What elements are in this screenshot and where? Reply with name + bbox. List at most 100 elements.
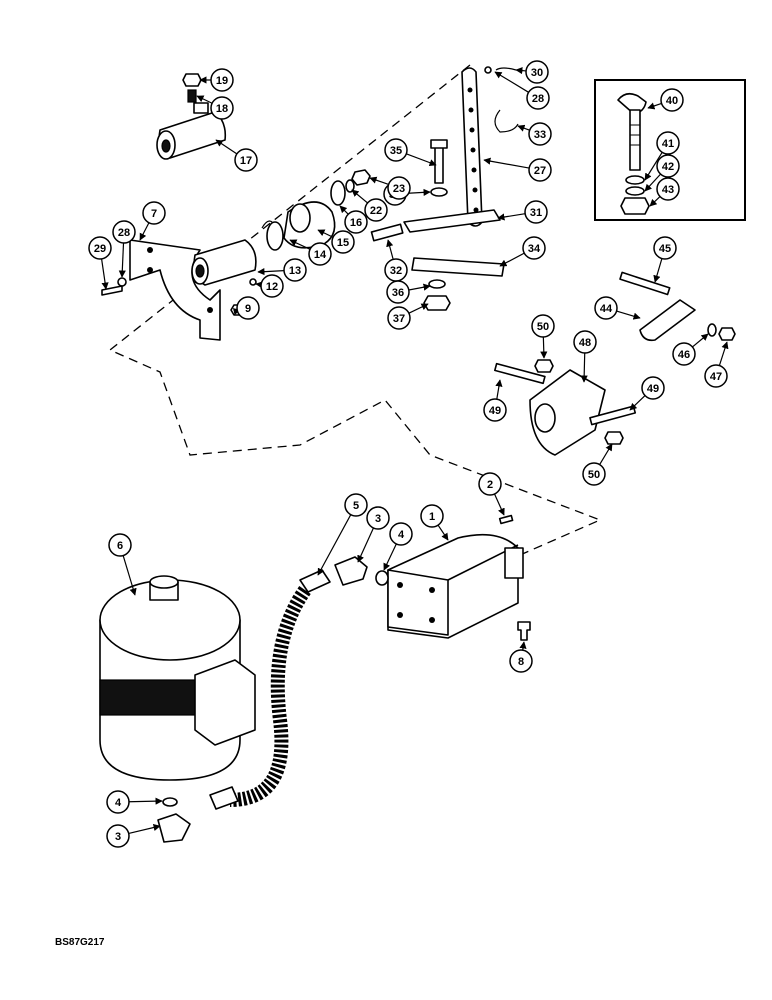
callout-leader [437,524,449,541]
callout-label: 3 [115,831,121,843]
callout-leader [128,823,161,835]
callout-leader [599,443,613,465]
callout-label: 45 [659,243,671,255]
callout-circle [641,376,665,400]
link-31 [403,209,501,233]
link-34 [411,257,505,277]
callout-label: 4 [115,797,122,809]
callout-circle [344,493,368,517]
callout-circle [283,258,307,282]
callout-leader [649,196,661,207]
callout-leader [644,173,661,192]
nut-50-bottom [604,431,624,445]
callout-circle [528,158,552,182]
callout-leader [405,188,431,196]
callout-label: 2 [487,479,493,491]
callout-circle [236,296,260,320]
callout-circle [364,198,388,222]
callout-label: 22 [370,205,382,217]
callout-leader [317,229,334,238]
nut-23 [351,169,371,186]
callout-label: 50 [537,321,549,333]
washer-4-top [375,570,389,586]
elbow-3-bottom [157,813,191,843]
callout-label: 40 [666,95,678,107]
pin-32 [370,223,404,242]
washer-28-left [117,277,127,287]
nut-37 [423,295,451,311]
bolt-8 [517,621,531,641]
washer-36-bottom [428,279,446,289]
callout-leader [629,395,646,411]
bolt-49-left [494,362,546,385]
washer-46 [707,323,717,337]
callout-label: 35 [390,145,402,157]
callout-label: 8 [518,656,524,668]
callout-circle [331,230,355,254]
callout-circle [88,236,112,260]
callout-label: 18 [216,103,228,115]
callout-label: 33 [534,129,546,141]
callout-group: 1918173028332735362322161514131272829931… [88,60,729,848]
callout-circle [528,122,552,146]
callout-circle [210,96,234,120]
callout-label: 49 [647,383,659,395]
callout-circle [234,148,258,172]
callout-circle [386,280,410,304]
callout-leader [718,341,729,366]
callout-label: 14 [314,249,327,261]
callout-leader [540,336,548,359]
callout-circle [106,824,130,848]
washer-4-bottom [162,797,178,807]
callout-label: 5 [353,500,359,512]
callout-leader [515,67,527,75]
callout-label: 28 [532,93,544,105]
drawing-code: BS87G217 [55,937,105,948]
callout-label: 46 [678,349,690,361]
set-screw-18 [187,89,197,103]
callout-leader [517,124,530,132]
callout-leader [215,139,238,155]
nut-50-top [534,359,554,373]
screw-29 [101,285,123,296]
callout-label: 48 [579,337,591,349]
callout-leader [289,239,311,250]
nut-19 [182,73,202,87]
callout-circle [656,154,680,178]
callout-leader [196,95,213,104]
callout-label: 29 [94,243,106,255]
callout-label: 44 [600,303,613,315]
boot-15 [283,201,336,249]
callout-circle [704,364,728,388]
callout-leader [122,555,137,596]
callout-label: 31 [530,207,542,219]
callout-circle [112,220,136,244]
callout-circle [108,533,132,557]
nut-47 [718,327,736,341]
callout-circle [308,242,332,266]
callout-circle [389,522,413,546]
callout-label: 27 [534,165,546,177]
callout-label: 43 [662,184,674,196]
callout-label: 50 [588,469,600,481]
motor-6 [99,575,256,781]
coupling-12 [191,239,257,286]
callout-label: 9 [245,303,251,315]
callout-label: 37 [393,313,405,325]
callout-circle [344,210,368,234]
coupling-17 [156,102,227,160]
callout-label: 7 [151,208,157,220]
pin-30 [495,67,517,71]
hose-fitting-5 [299,569,331,593]
callout-leader [406,153,437,167]
callout-label: 36 [392,287,404,299]
callout-circle [524,200,548,224]
callout-label: 49 [489,405,501,417]
strap-27 [461,67,483,227]
callout-label: 19 [216,75,228,87]
callout-circle [525,60,549,84]
callout-label: 12 [266,281,278,293]
callout-label: 13 [289,265,301,277]
key-2 [498,514,514,525]
callout-leader [317,514,352,576]
